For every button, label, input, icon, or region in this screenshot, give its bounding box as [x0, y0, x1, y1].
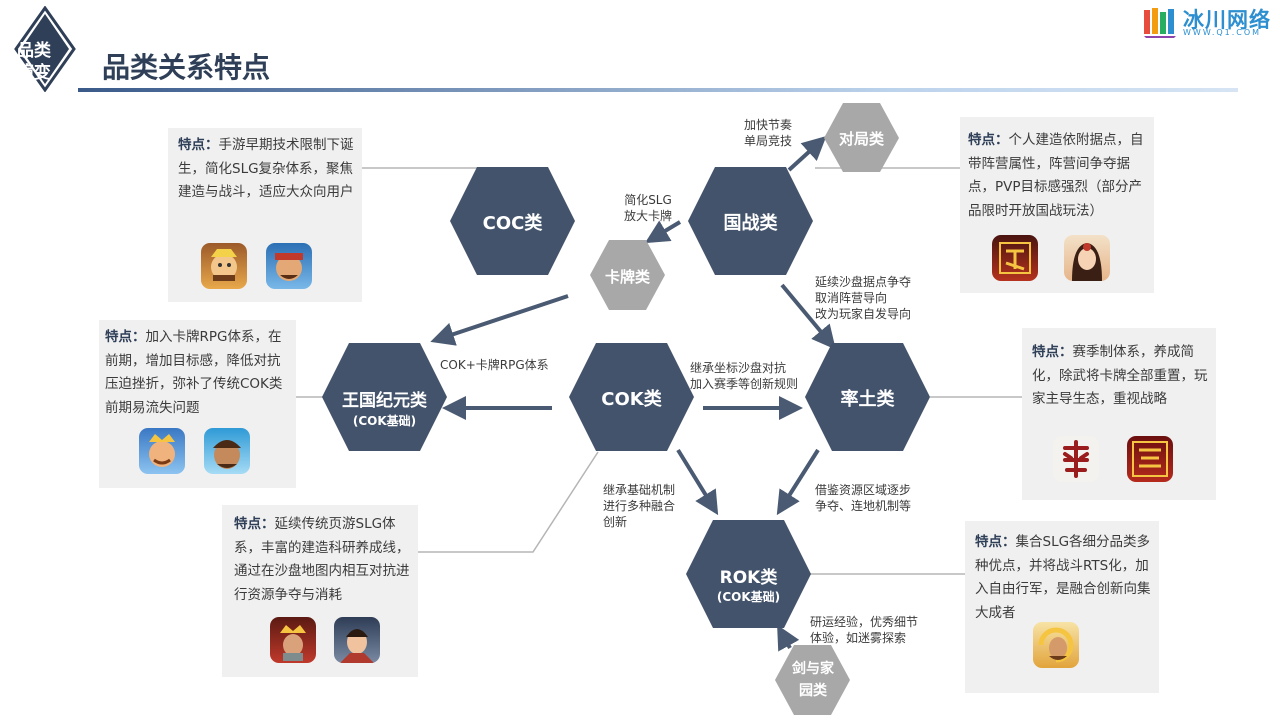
clash-of-kings-icon: [270, 617, 316, 663]
edge-note-jianyu-rok: 研运经验，优秀细节 体验，如迷雾探索: [810, 615, 919, 645]
panel-guozhan-text: 特点：个人建造依附据点，自带阵营属性，阵营间争夺据点，PVP目标感强烈（部分产品…: [968, 129, 1150, 223]
hex-shuaitu: [805, 343, 930, 451]
node-jianyu-label: 剑与家园类: [792, 661, 834, 699]
panel-shuaitu-key: 特点：: [1032, 344, 1073, 360]
panel-wangguo-text: 特点：加入卡牌RPG体系，在前期，增加目标感，降低对抗压迫挫折，弥补了传统COK…: [105, 326, 293, 420]
panel-shuaitu: 特点：赛季制体系，养成简化，除武将卡牌全部重置，玩家主导生态，重视战略: [1022, 328, 1216, 500]
company-url: WWW.Q1.COM: [1183, 28, 1262, 37]
panel-guozhan: 特点：个人建造依附据点，自带阵营属性，阵营间争夺据点，PVP目标感强烈（部分产品…: [960, 117, 1154, 293]
panel-shuaitu-text: 特点：赛季制体系，养成简化，除武将卡牌全部重置，玩家主导生态，重视战略: [1032, 341, 1214, 412]
panel-coc-desc: 手游早期技术限制下诞生，简化SLG复杂体系，聚焦建造与战斗，适应大众向用户: [178, 137, 354, 200]
rise-of-kingdoms-icon: [1033, 622, 1079, 668]
arrow-guozhan-to-kapai: [644, 220, 682, 244]
panel-cok: 特点：延续传统页游SLG体系，丰富的建造科研养成线，通过在沙盘地图内相互对抗进行…: [222, 505, 418, 677]
page-title: 品类关系特点: [102, 51, 271, 84]
node-guozhan-label: 国战类: [723, 213, 778, 234]
edge-note-wangguo: COK+卡牌RPG体系: [440, 358, 549, 372]
sanguozhi-strategy-icon: [1127, 436, 1173, 482]
hex-duiju: [824, 103, 899, 172]
gong-attack-icon: [992, 235, 1038, 281]
hex-coc: [450, 167, 575, 275]
shuai-calligraphy-icon: [1053, 436, 1099, 482]
panel-cok-key: 特点：: [234, 516, 275, 532]
hex-guozhan: [688, 167, 813, 275]
arrow-kapai-to-wangguo: [430, 294, 569, 346]
heroine-portrait-icon: [1064, 235, 1110, 281]
hex-kapai: [590, 240, 665, 310]
node-rok-label: ROK类: [719, 568, 778, 588]
edge-note-guozhan-shuaitu: 延续沙盘据点争夺 取消阵营导向 改为玩家自发导向: [815, 275, 912, 321]
leader-cok: [418, 451, 599, 553]
warrior-portrait-icon: [334, 617, 380, 663]
panel-guozhan-key: 特点：: [968, 132, 1009, 148]
badge-label: 品类演变: [17, 41, 51, 83]
edge-note-duiju: 加快节奏 单局竞技: [744, 118, 793, 148]
panel-shuaitu-desc: 赛季制体系，养成简化，除武将卡牌全部重置，玩家主导生态，重视战略: [1032, 344, 1208, 407]
lords-mobile-icon: [139, 428, 185, 474]
panel-cok-desc: 延续传统页游SLG体系，丰富的建造科研养成线，通过在沙盘地图内相互对抗进行资源争…: [234, 516, 410, 603]
evolution-arrows: [430, 135, 836, 652]
company-name: 冰川网络: [1183, 8, 1271, 32]
node-cok-label: COK类: [601, 389, 662, 410]
panel-rok-desc: 集合SLG各细分品类多种优点，并将战斗RTS化，加入自由行军，是融合创新向集大成…: [975, 534, 1151, 621]
arrow-cok-to-rok: [676, 448, 719, 516]
panel-wangguo-key: 特点：: [105, 329, 146, 345]
node-wangguo-sub: (COK基础): [352, 414, 417, 428]
node-kapai-label: 卡牌类: [604, 268, 650, 286]
panel-coc: 特点：手游早期技术限制下诞生，简化SLG复杂体系，聚焦建造与战斗，适应大众向用户: [168, 128, 362, 302]
arrow-guozhan-to-duiju: [787, 135, 827, 172]
node-shuaitu-label: 率土类: [840, 389, 895, 410]
hex-rok: [686, 520, 811, 628]
edge-note-shuaitu-rok: 借鉴资源区域逐步 争夺、连地机制等: [815, 483, 912, 513]
panel-coc-text: 特点：手游早期技术限制下诞生，简化SLG复杂体系，聚焦建造与战斗，适应大众向用户: [178, 134, 358, 205]
node-coc-label: COC类: [482, 213, 543, 234]
panel-rok-text: 特点：集合SLG各细分品类多种优点，并将战斗RTS化，加入自由行军，是融合创新向…: [975, 531, 1157, 625]
category-evolution-badge: [14, 6, 76, 92]
edge-note-kapai: 简化SLG 放大卡牌: [623, 193, 672, 223]
hex-wangguo: [322, 343, 447, 451]
glacier-logo-icon: [1144, 8, 1176, 38]
panel-cok-text: 特点：延续传统页游SLG体系，丰富的建造科研养成线，通过在沙盘地图内相互对抗进行…: [234, 513, 418, 607]
arrow-guozhan-to-shuaitu: [780, 283, 836, 350]
panel-wangguo: 特点：加入卡牌RPG体系，在前期，增加目标感，降低对抗压迫挫折，弥补了传统COK…: [99, 320, 296, 488]
node-wangguo-label: 王国纪元类: [342, 391, 427, 411]
panel-coc-key: 特点：: [178, 137, 219, 153]
arrow-jianyu-to-rok: [777, 624, 800, 652]
boom-beach-icon: [266, 243, 312, 289]
panel-wangguo-desc: 加入卡牌RPG体系，在前期，增加目标感，降低对抗压迫挫折，弥补了传统COK类前期…: [105, 329, 283, 416]
hex-jianyu: [775, 645, 850, 715]
panel-rok-key: 特点：: [975, 534, 1016, 550]
arrow-shuaitu-to-rok: [776, 448, 820, 516]
title-underline: [78, 88, 1238, 92]
node-duiju-label: 对局类: [838, 130, 884, 148]
edge-note-cok-rok: 继承基础机制 进行多种融合 创新: [603, 483, 676, 529]
panel-rok: 特点：集合SLG各细分品类多种优点，并将战斗RTS化，加入自由行军，是融合创新向…: [965, 521, 1159, 693]
edge-note-cok-shuaitu: 继承坐标沙盘对抗 加入赛季等创新规则: [690, 361, 799, 391]
node-rok-sub: (COK基础): [716, 590, 781, 604]
hex-cok: [569, 343, 694, 451]
panel-guozhan-desc: 个人建造依附据点，自带阵营属性，阵营间争夺据点，PVP目标感强烈（部分产品限时开…: [968, 132, 1144, 219]
clash-of-clans-icon: [201, 243, 247, 289]
caveman-icon: [204, 428, 250, 474]
